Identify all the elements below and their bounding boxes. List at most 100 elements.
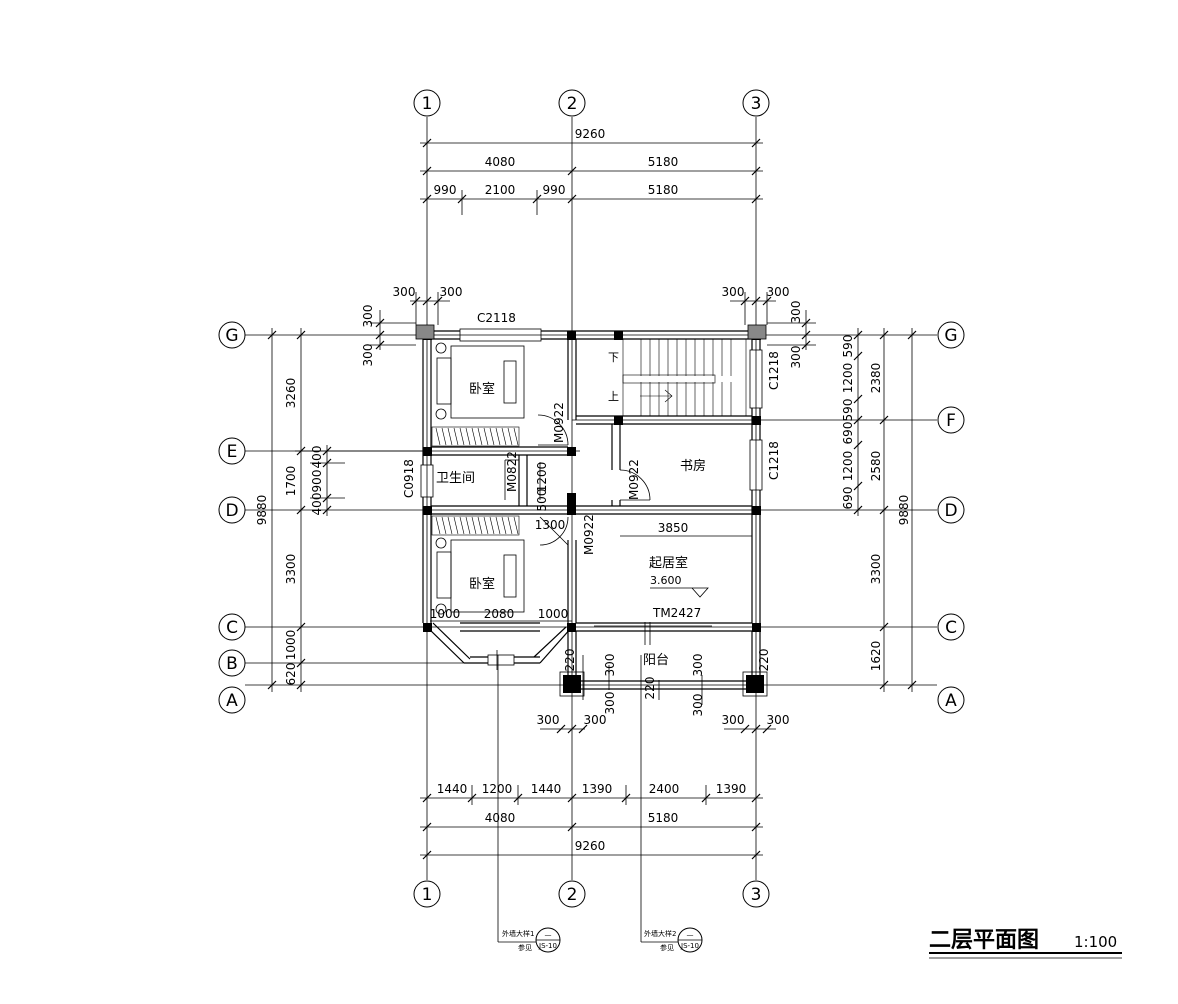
callout-1-sub: 参见 [518,943,532,952]
dim-balcony-300a: 300 [603,654,617,677]
axis-label-c-right: C [945,618,957,638]
stair-up-label: 上 [608,390,619,403]
axis-label-1-top: 1 [422,94,433,114]
right-dimension-lines [767,310,917,692]
room-study: 书房 [680,458,706,474]
level-mark: 3.600 [650,574,682,587]
dim-left-3300: 3300 [284,554,298,585]
dim-top-990a: 990 [434,183,457,197]
interior-dimension-lines [430,462,752,705]
dim-balcony-300b: 300 [691,654,705,677]
level-symbol [650,587,709,598]
dim-living-3850: 3850 [658,521,689,535]
dim-top-5180b: 5180 [648,183,679,197]
dim-bottom-5180: 5180 [648,811,679,825]
dim-left-400a: 400 [310,446,324,469]
dim-left-3260: 3260 [284,378,298,409]
axis-label-d-right: D [944,501,957,521]
dim-balcony-220c: 220 [643,677,657,700]
dim-top-4080: 4080 [485,155,516,169]
label-window-c0918: C0918 [402,459,416,498]
dim-right-wall-300b: 300 [789,346,803,369]
room-bedroom-bottom: 卧室 [469,576,495,592]
dim-balcony-220b: 220 [757,649,771,672]
axis-label-d-left: D [225,501,238,521]
label-window-c2118: C2118 [477,311,516,325]
top-dimension-text: 9260 4080 5180 990 2100 990 5180 300 300… [393,127,790,299]
dim-right-1200b: 1200 [841,451,855,482]
bottom-dimension-text: 1440 1200 1440 1390 2400 1390 4080 5180 … [437,713,790,853]
room-balcony: 阳台 [643,653,669,668]
label-window-c1218-study: C1218 [767,441,781,480]
stair-down-label: 下 [608,351,619,364]
callout-1: 外墙大样1 参见 — JS-10 [497,655,561,953]
dim-right-1200a: 1200 [841,363,855,394]
axis-label-2-top: 2 [567,94,578,114]
dim-right-1620: 1620 [869,641,883,672]
label-door-m0822: M0822 [505,451,519,492]
dim-top-wall-l1: 300 [393,285,416,299]
bottom-dimension-lines [420,724,776,860]
dim-bottom-total: 9260 [575,839,606,853]
axis-label-1-bottom: 1 [422,885,433,905]
doors [504,414,712,645]
stair-labels: 下 上 [608,351,619,403]
callout-1-ref: — [545,931,552,939]
dim-top-wall-r2: 300 [767,285,790,299]
axis-label-c-left: C [226,618,238,638]
axis-label-g-left: G [225,326,238,346]
dim-bottom-1390b: 1390 [716,782,747,796]
dim-corridor-1300: 1300 [535,518,566,532]
axis-label-g-right: G [944,326,957,346]
left-dimension-text: 9880 3260 1700 3300 1000 620 400 900 400… [255,305,375,686]
callout-2-ref: — [687,931,694,939]
hatched-piers [415,324,768,697]
left-dimension-lines [267,310,427,692]
callout-2-sheet: JS-10 [680,942,699,950]
dim-top-990b: 990 [543,183,566,197]
walls [422,330,761,690]
dim-right-590a: 590 [841,335,855,358]
opening-labels: C2118 C1218 C1218 C0918 M0922 M0822 M092… [402,311,781,620]
dim-right-wall-300a: 300 [789,301,803,324]
dim-top-2100: 2100 [485,183,516,197]
dim-top-total: 9260 [575,127,606,141]
right-dimension-text: 9880 2380 2580 3300 1620 590 1200 590 69… [789,301,911,672]
callout-1-label: 外墙大样1 [502,929,534,938]
dim-bottom-pier-4: 300 [767,713,790,727]
dim-right-690a: 690 [841,422,855,445]
callout-2-sub: 参见 [660,943,674,952]
dim-bath-1200: 1200 [535,462,549,493]
dim-left-wall-300a: 300 [361,305,375,328]
dim-right-2380: 2380 [869,363,883,394]
interior-dimension-text: 3850 1000 2080 1000 1200 500 1300 220 22… [430,462,771,717]
axis-label-a-left: A [226,691,238,711]
dim-top-5180: 5180 [648,155,679,169]
axis-label-a-right: A [945,691,957,711]
dim-balcony-300c: 300 [691,694,705,717]
dim-top-wall-r1: 300 [722,285,745,299]
title-text: 二层平面图 [929,928,1039,953]
dim-top-wall-l2: 300 [440,285,463,299]
axis-bubbles [218,89,965,908]
title-scale: 1:100 [1074,933,1117,951]
top-dimension-lines [410,138,776,325]
room-labels: 卧室 卧室 卫生间 书房 起居室 阳台 3.600 [436,381,709,668]
beds [435,342,525,615]
axis-label-f-right: F [946,411,956,431]
label-door-m0922-top: M0922 [552,402,566,443]
dim-left-wall-300b: 300 [361,344,375,367]
axis-label-3-top: 3 [751,94,762,114]
axis-grid [245,117,937,880]
windows [420,328,763,670]
wardrobes [431,426,520,536]
room-bedroom-top: 卧室 [469,381,495,397]
label-door-tm2427: TM2427 [652,606,701,620]
callout-1-sheet: JS-10 [538,942,557,950]
label-door-m0922-bottom: M0922 [582,514,596,555]
dim-left-total: 9880 [255,495,269,526]
dim-bottom-1200: 1200 [482,782,513,796]
dim-bottom-1440a: 1440 [437,782,468,796]
dim-right-total: 9880 [897,495,911,526]
dim-left-400b: 400 [310,493,324,516]
